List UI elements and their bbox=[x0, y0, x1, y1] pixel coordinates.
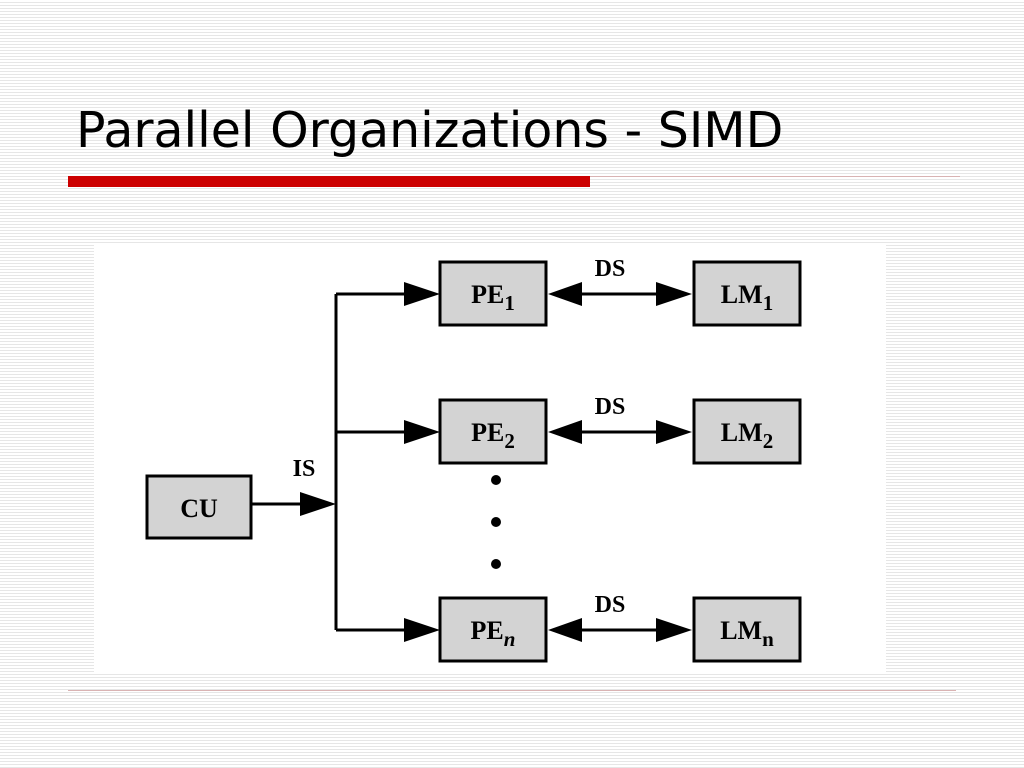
pe-1-box bbox=[438, 260, 548, 327]
ds-3-arrow-left bbox=[548, 618, 582, 642]
ds-1-arrow-left bbox=[548, 282, 582, 306]
pe-2-label-subscript: 2 bbox=[504, 429, 515, 453]
pe-2-label-text: PE bbox=[471, 418, 504, 447]
pe-3-label-subscript: n bbox=[504, 627, 516, 651]
pe-3-input-arrow bbox=[404, 618, 440, 642]
is-arrow bbox=[300, 492, 336, 516]
lm-3-box bbox=[692, 596, 802, 663]
ds-2-arrow-left bbox=[548, 420, 582, 444]
lm-1-box bbox=[692, 260, 802, 327]
pe-1-input-arrow bbox=[404, 282, 440, 306]
pe-2-input-arrow bbox=[404, 420, 440, 444]
cu-label-text: CU bbox=[180, 494, 218, 523]
lm-1-label: LM1 bbox=[721, 280, 773, 315]
ellipsis-dot-2 bbox=[491, 517, 501, 527]
ds-1-label: DS bbox=[595, 256, 626, 282]
ellipsis-dot-1 bbox=[491, 475, 501, 485]
ds-2-arrow-right bbox=[656, 420, 692, 444]
footer-divider bbox=[68, 690, 956, 691]
ds-3-label: DS bbox=[595, 592, 626, 618]
title-underline-accent bbox=[68, 176, 590, 187]
cu-box bbox=[145, 474, 253, 540]
pe-1-label-subscript: 1 bbox=[504, 291, 515, 315]
ds-2-label: DS bbox=[595, 394, 626, 420]
is-label: IS bbox=[293, 456, 316, 482]
pe-1-label-text: PE bbox=[471, 280, 504, 309]
slide-title: Parallel Organizations - SIMD bbox=[76, 102, 784, 159]
lm-2-box bbox=[692, 398, 802, 465]
pe-3-label: PEn bbox=[471, 616, 516, 651]
pe-3-box bbox=[438, 596, 548, 663]
lm-3-label-text: LM bbox=[720, 616, 762, 645]
lm-2-label-subscript: 2 bbox=[763, 429, 774, 453]
lm-2-label-text: LM bbox=[721, 418, 763, 447]
lm-3-label: LMn bbox=[720, 616, 774, 651]
ellipsis-dot-3 bbox=[491, 559, 501, 569]
pe-1-label: PE1 bbox=[471, 280, 515, 315]
pe-2-label: PE2 bbox=[471, 418, 515, 453]
cu-label: CU bbox=[180, 494, 218, 523]
lm-2-label: LM2 bbox=[721, 418, 773, 453]
lm-3-label-subscript: n bbox=[762, 627, 774, 651]
ds-3-arrow-right bbox=[656, 618, 692, 642]
pe-2-box bbox=[438, 398, 548, 465]
lm-1-label-text: LM bbox=[721, 280, 763, 309]
title-underline-thin bbox=[590, 176, 960, 177]
pe-3-label-text: PE bbox=[471, 616, 504, 645]
ds-1-arrow-right bbox=[656, 282, 692, 306]
lm-1-label-subscript: 1 bbox=[763, 291, 774, 315]
